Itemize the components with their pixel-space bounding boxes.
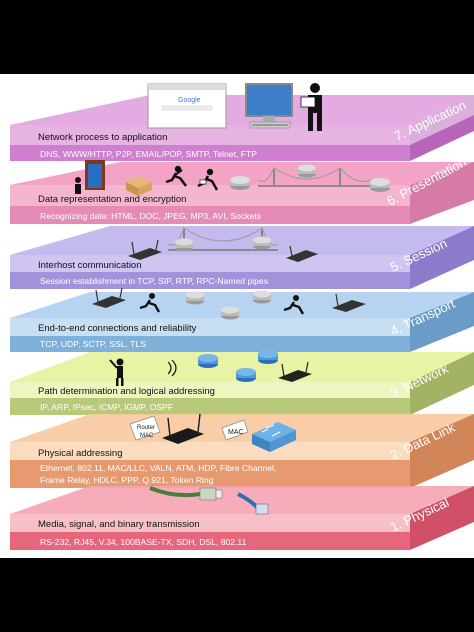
router-icon: [186, 291, 204, 305]
layer-transport: End-to-end connections and reliability T…: [10, 292, 474, 352]
layer-2-title: Physical addressing: [38, 448, 123, 459]
router-icon: [258, 350, 278, 364]
router-icon: [298, 164, 316, 178]
running-person-icon: [165, 165, 187, 187]
layer-5-title: Interhost communication: [38, 260, 142, 271]
layer-3-protocols: IP, ARP, IPsec, ICMP, IGMP, OSPF: [40, 402, 173, 412]
router-icon: [175, 238, 193, 252]
router-icon: [236, 368, 256, 382]
browser-window-icon: Google: [147, 83, 227, 129]
running-person-icon: [139, 293, 161, 313]
wireless-router-icon: [278, 361, 312, 382]
layer-1-title: Media, signal, and binary transmission: [38, 519, 200, 530]
router-icon: [370, 178, 390, 192]
wireless-router-icon: [332, 293, 366, 312]
browser-logo-text: Google: [178, 97, 201, 104]
layer-3-title: Path determination and logical addressin…: [38, 386, 215, 397]
layer-1-protocols: RS-232, RJ45, V.34, 100BASE-TX, SDH, DSL…: [40, 537, 247, 547]
ethernet-cable-icon: [149, 486, 223, 501]
layer-2-protocols-line1: Ethernet, 802.11, MAC/LLC, VALN, ATM, HD…: [40, 463, 276, 473]
layer-4-protocols: TCP, UDP, SCTP, SSL, TLS: [40, 339, 146, 349]
person-waving-icon: [109, 358, 124, 386]
wireless-router-icon: [162, 413, 204, 444]
suspension-bridge-icon: [257, 167, 373, 187]
router-tag-line1: Router: [137, 425, 155, 431]
layer-application: Network process to application DNS, WWW/…: [10, 95, 474, 161]
layer-presentation: Data representation and encryption Recog…: [10, 154, 474, 224]
wireless-router-icon: [286, 245, 318, 262]
layer-7-title: Network process to application: [38, 132, 167, 143]
router-tag: Router MAC: [129, 415, 161, 441]
running-person-icon: [197, 168, 219, 191]
desktop-computer-icon: [245, 83, 293, 129]
layer-physical: Media, signal, and binary transmission R…: [10, 486, 474, 550]
layer-6-title: Data representation and encryption: [38, 194, 186, 205]
layer-4-title: End-to-end connections and reliability: [38, 323, 197, 334]
door-icon: [75, 160, 105, 194]
layer-session: Interhost communication Session establis…: [10, 226, 474, 289]
wireless-router-icon: [128, 239, 162, 260]
layer-5-protocols: Session establishment in TCP, SIP, RTP, …: [40, 276, 268, 286]
wireless-router-icon: [167, 359, 177, 377]
switch-icon: [252, 422, 296, 452]
layer-network: Path determination and logical addressin…: [10, 352, 474, 415]
boxes-icon: [126, 176, 152, 196]
rj45-cable-icon: [237, 492, 269, 515]
mac-tag: MAC: [221, 419, 249, 441]
router-icon: [198, 354, 218, 368]
layer-7-protocols: DNS, WWW/HTTP, P2P, EMAIL/POP, SMTP, Tel…: [40, 149, 257, 159]
person-with-box-icon: [300, 83, 322, 131]
running-person-icon: [283, 295, 305, 315]
router-icon: [253, 290, 271, 304]
router-icon: [221, 306, 239, 320]
wireless-router-icon: [92, 287, 126, 308]
layer-6-protocols: Recognizing data: HTML, DOC, JPEG, MP3, …: [40, 211, 261, 221]
mac-tag-text: MAC: [228, 429, 244, 436]
router-icon: [253, 236, 271, 250]
router-icon: [230, 176, 250, 190]
layer-data-link: Physical addressing Ethernet, 802.11, MA…: [10, 414, 474, 488]
layer-2-protocols-line2: Frame Relay, HDLC, PPP, Q.921, Token Rin…: [40, 475, 214, 485]
router-tag-line2: MAC: [140, 433, 154, 439]
